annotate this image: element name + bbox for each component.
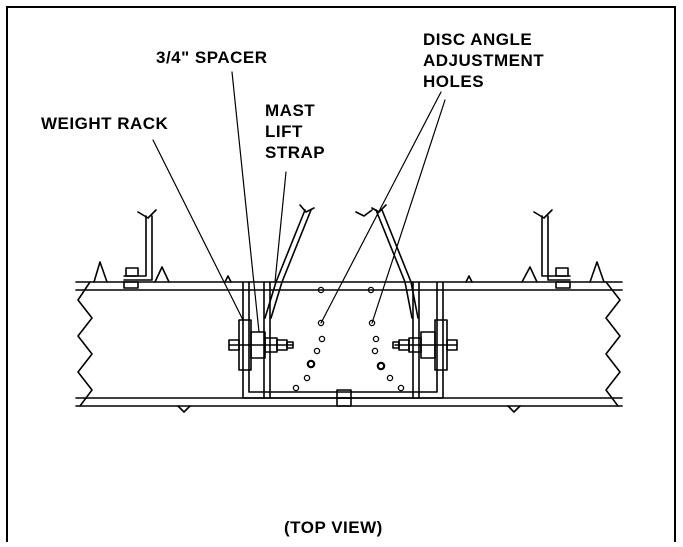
label-mast-line-1: MAST	[265, 101, 316, 120]
beam-spikes	[93, 261, 605, 413]
beam	[75, 281, 623, 407]
label-weight-rack: WEIGHT RACK	[41, 114, 169, 133]
label-top-view: (TOP VIEW)	[284, 518, 383, 537]
label-spacer: 3/4" SPACER	[156, 48, 268, 67]
label-mast-line-3: STRAP	[265, 143, 326, 162]
label-mast-line-2: LIFT	[265, 122, 303, 141]
adjustment-holes	[292, 286, 405, 392]
left-spacer-assembly	[228, 319, 294, 371]
label-disc-line-1: DISC ANGLE	[423, 30, 533, 49]
center-mount	[242, 281, 444, 399]
diagram-frame	[6, 6, 676, 542]
label-mast-lift-strap: MAST LIFT STRAP	[265, 100, 325, 163]
left-bracket	[123, 209, 157, 289]
right-spacer-assembly	[392, 319, 458, 371]
label-disc-line-3: HOLES	[423, 72, 485, 91]
leader-lines	[152, 71, 446, 333]
label-disc-angle-holes: DISC ANGLE ADJUSTMENT HOLES	[423, 29, 544, 92]
bottom-bolt	[336, 389, 352, 407]
right-bracket	[533, 209, 571, 289]
label-disc-line-2: ADJUSTMENT	[423, 51, 545, 70]
mast-lift-straps	[264, 204, 419, 319]
